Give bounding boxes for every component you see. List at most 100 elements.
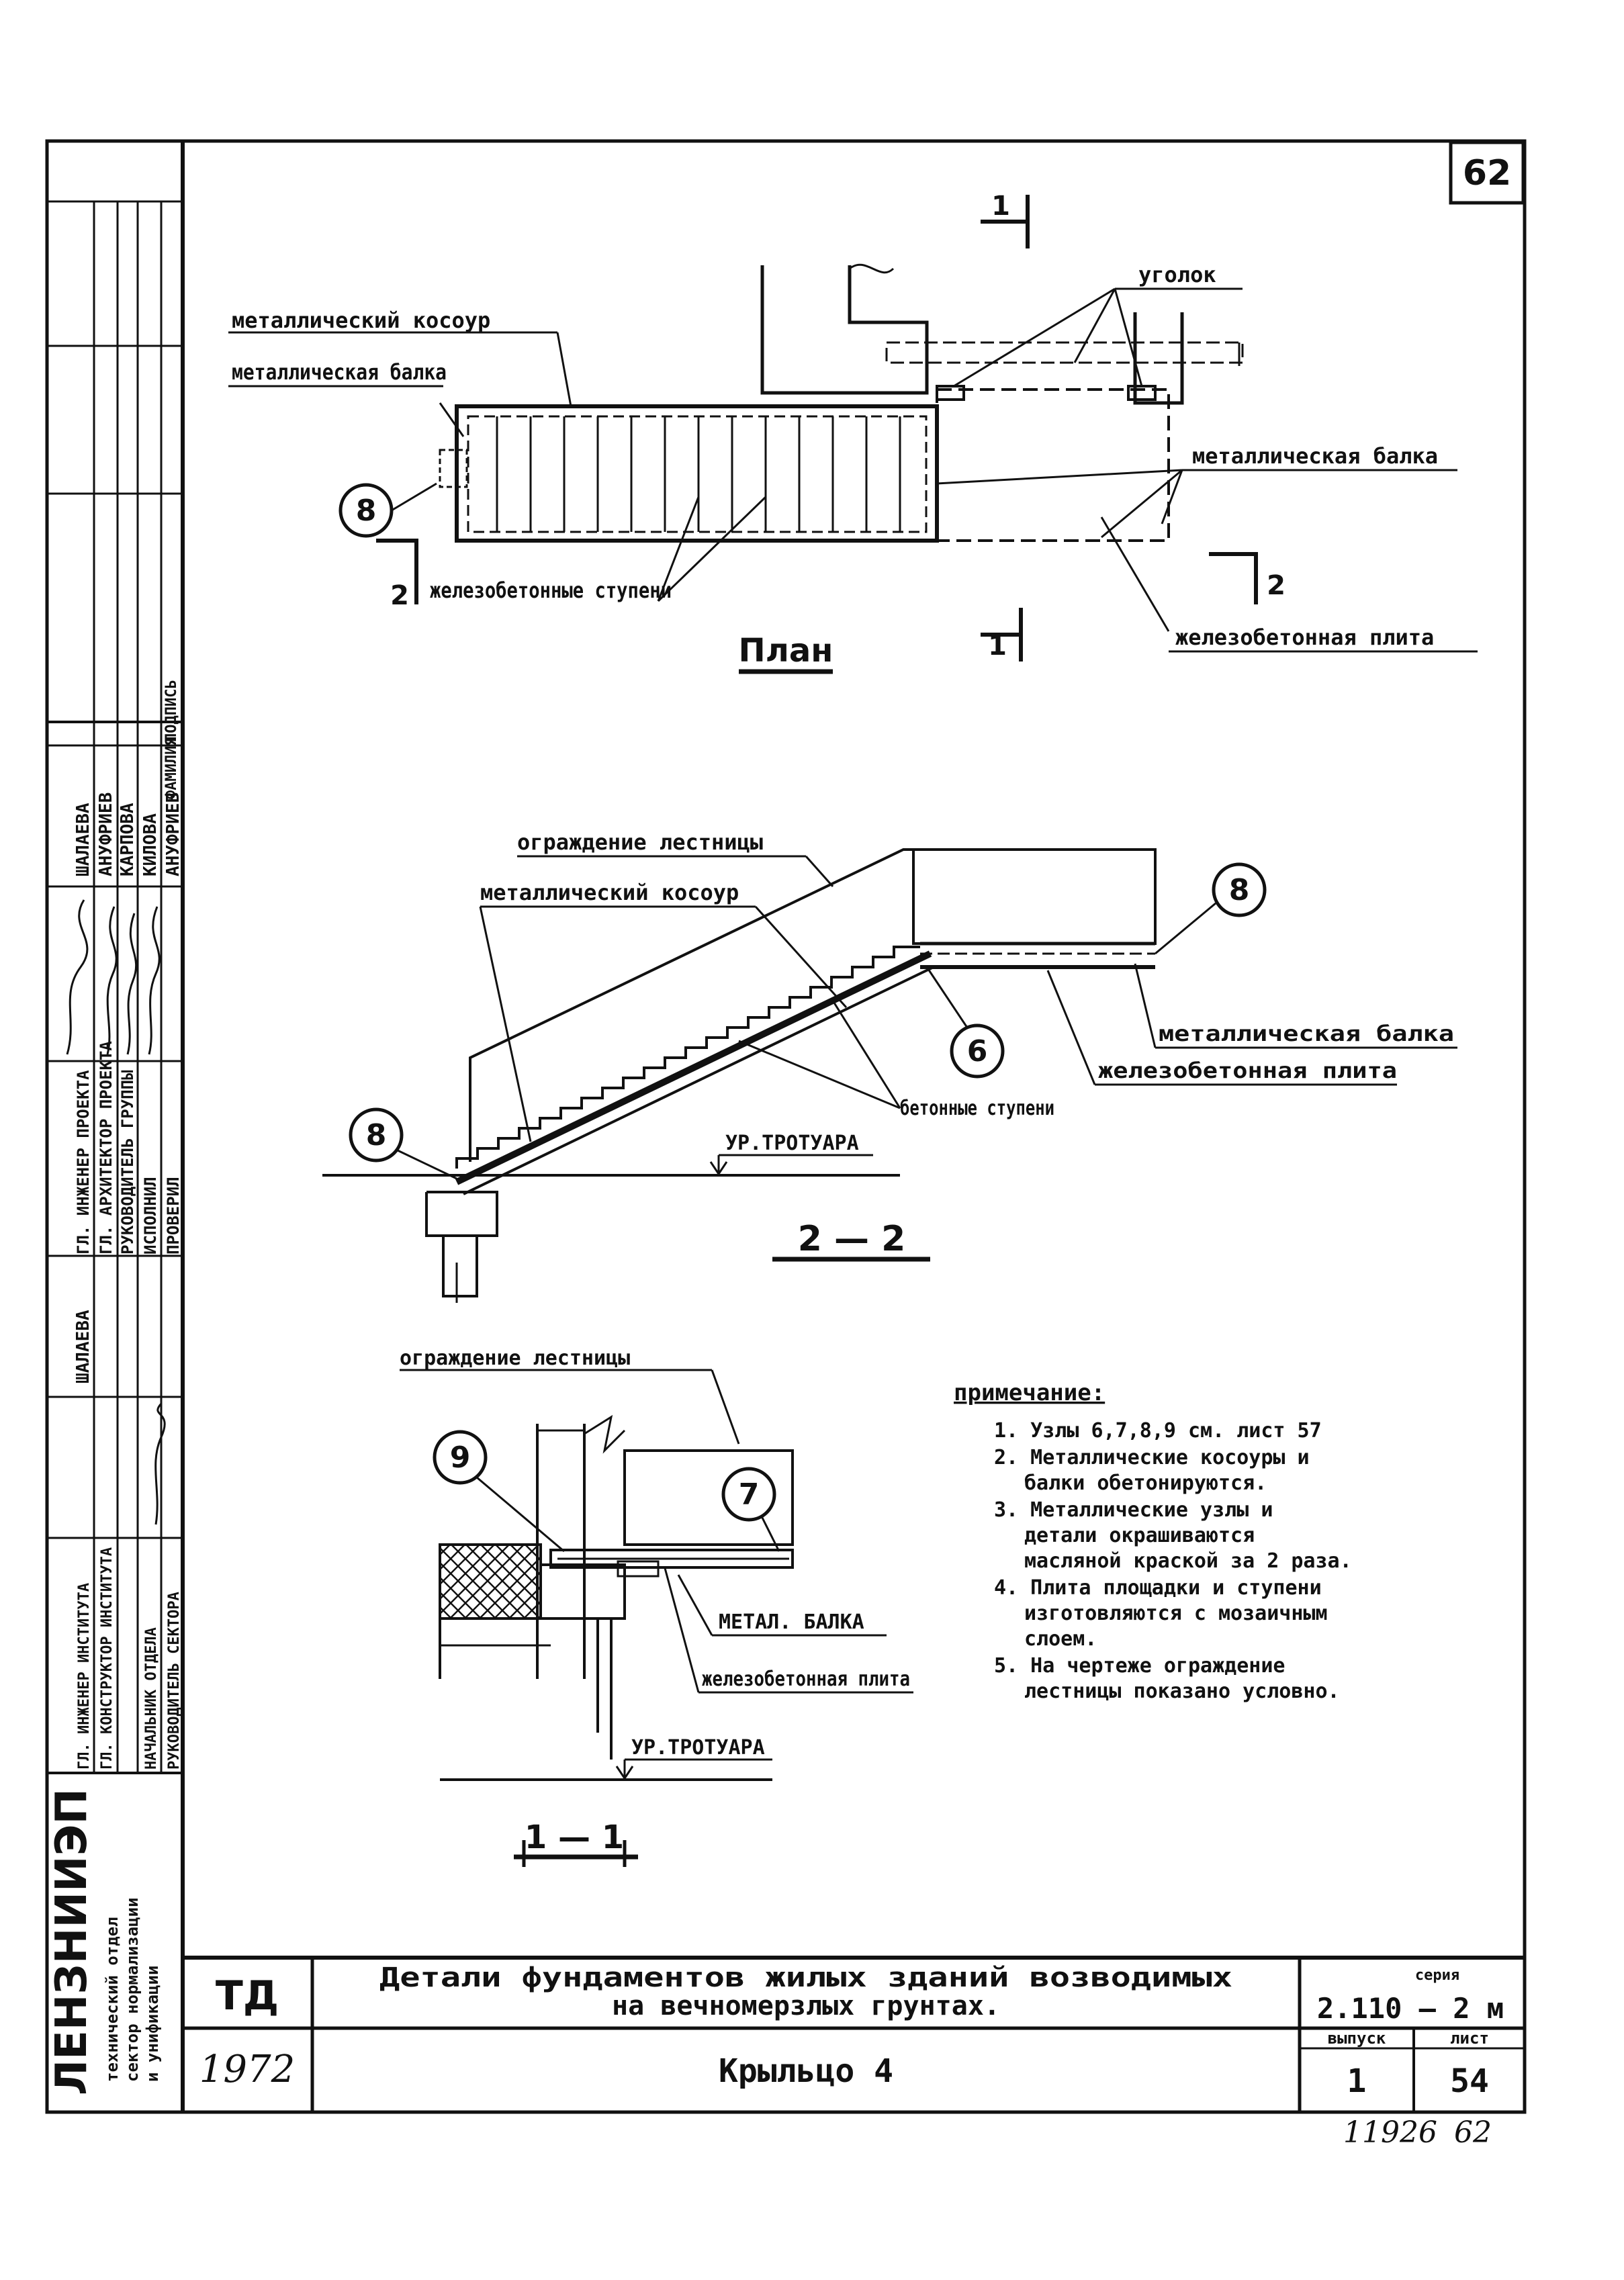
notes-heading: примечание:	[954, 1379, 1105, 1406]
tb-year: 1972	[199, 2048, 296, 2091]
notes: примечание: 1. Узлы 6,7,8,9 см. лист 57 …	[954, 1379, 1352, 1703]
callout-7-sec22	[1212, 862, 1267, 917]
note-line-3: балки обетонируются.	[1024, 1471, 1267, 1495]
note-line-1: 1. Узлы 6,7,8,9 см. лист 57	[994, 1419, 1322, 1443]
plan-text: металлический косоур металлическая балка…	[232, 191, 1438, 670]
stamp-name-3: КАРПОВА	[118, 803, 138, 876]
callout-7-sec22-text: 8	[1229, 873, 1250, 907]
title-block-text: ТД 1972 Детали фундаментов жилых зданий …	[199, 1962, 1504, 2100]
section-1-1-view	[400, 1369, 913, 1867]
plan-label-stringer: металлический косоур	[232, 308, 490, 333]
tb-desc-1: Детали фундаментов жилых зданий возводим…	[379, 1962, 1232, 1993]
cut-1-bottom	[981, 608, 1023, 662]
stamp-header-signature: ПОДПИСЬ	[163, 680, 180, 742]
callout-9-sec11-text: 9	[450, 1441, 471, 1475]
tb-series-label: серия	[1415, 1967, 1459, 1984]
sec22-landing-block	[912, 848, 1157, 945]
note-line-9: слоем.	[1024, 1627, 1097, 1651]
callout-8-plan-text: 8	[356, 494, 377, 528]
callout-8-sec22	[349, 1107, 404, 1162]
plan-label-rc-steps: железобетонные ступени	[430, 578, 672, 603]
note-line-8: изготовляются с мозаичным	[1024, 1602, 1328, 1625]
stamp-dept-3: и унификации	[143, 1966, 162, 2082]
sec22-label-concrete-steps: бетонные ступени	[900, 1097, 1054, 1120]
sec11-label-railing: ограждение лестницы	[400, 1347, 630, 1370]
tb-subject: Крыльцо 4	[719, 2052, 893, 2090]
stamp-name-lower-1: ШАЛАЕВА	[73, 1310, 93, 1383]
cut-1-top	[981, 195, 1030, 248]
plan-sec1-bottom: 1	[988, 631, 1007, 662]
signature-3	[126, 913, 138, 1055]
tb-issue-label: выпуск	[1328, 2029, 1386, 2048]
stamp-role-lower-1: ГЛ. ИНЖЕНЕР ИНСТИТУТА	[76, 1583, 93, 1770]
stamp-role-lower-4: РУКОВОДИТЕЛЬ СЕКТОРА	[166, 1592, 183, 1770]
callout-6-sec22	[950, 1023, 1005, 1079]
sec22-label-sidewalk: УР.ТРОТУАРА	[725, 1132, 859, 1155]
stamp-role-5: ПРОВЕРИЛ	[164, 1177, 183, 1255]
sec22-foundation	[425, 1191, 498, 1237]
plan-label-angle: уголок	[1138, 262, 1216, 287]
handwritten-ref: 11926	[1343, 2115, 1437, 2150]
stamp-name-1: ШАЛАЕВА	[73, 803, 93, 876]
signature-2	[106, 906, 118, 1055]
sec11-title: 1 — 1	[525, 1819, 624, 1856]
plan-sec2-right: 2	[1267, 570, 1285, 601]
plan-label-metal-beam-left: металлическая балка	[232, 359, 447, 385]
signature-lower	[154, 1402, 166, 1525]
callout-7-sec11-text: 7	[739, 1477, 760, 1512]
callout-7-sec11	[721, 1467, 776, 1522]
plan-stair-outline	[455, 404, 939, 543]
cut-2-right	[1209, 552, 1258, 604]
stamp-name-4: КИЛОВА	[140, 813, 161, 876]
callout-6-sec22-text: 6	[967, 1034, 988, 1068]
note-line-7: 4. Плита площадки и ступени	[994, 1576, 1322, 1600]
plan-sec1-top: 1	[991, 191, 1010, 222]
plan-label-rc-slab: железобетонная плита	[1175, 625, 1434, 650]
note-line-6: масляной краской за 2 раза.	[1024, 1549, 1352, 1573]
callout-9-sec11	[433, 1430, 488, 1485]
plan-label-metal-beam-right: металлическая балка	[1192, 443, 1438, 469]
tb-sheet-value: 54	[1450, 2062, 1489, 2100]
stamp-dept-1: технический отдел	[103, 1917, 122, 2082]
section-1-1-text: ограждение лестницы МЕТАЛ. БАЛКА железоб…	[400, 1347, 910, 1856]
plan-landing	[936, 388, 1170, 542]
sec11-label-rc-slab: железобетонная плита	[702, 1668, 910, 1691]
plan-view	[228, 195, 1478, 674]
sec22-label-stringer: металлический косоур	[480, 880, 739, 905]
tb-series-value: 2.110 — 2 м	[1317, 1992, 1504, 2025]
stamp-name-2: АНУФРИЕВ	[96, 792, 116, 876]
tb-desc-2: на вечномерзлых грунтах.	[612, 1991, 1000, 2021]
plan-wall	[760, 265, 929, 395]
note-line-2: 2. Металлические косоуры и	[994, 1446, 1310, 1469]
handwritten-page: 62	[1454, 2115, 1492, 2150]
sec11-label-sidewalk: УР.ТРОТУАРА	[631, 1736, 765, 1760]
stamp-role-4: ИСПОЛНИЛ	[141, 1177, 160, 1255]
note-line-5: детали окрашиваются	[1024, 1524, 1255, 1547]
tb-issue-value: 1	[1347, 2062, 1367, 2100]
sec22-railing	[469, 848, 913, 1162]
plan-title: План	[739, 632, 833, 670]
stamp-org: ЛЕНЗНИИЭП	[47, 1788, 97, 2095]
tb-sheet-label: лист	[1450, 2029, 1489, 2048]
note-line-4: 3. Металлические узлы и	[994, 1498, 1273, 1522]
page-badge: 62	[1463, 153, 1511, 193]
section-2-2-text: ограждение лестницы металлический косоур…	[366, 829, 1454, 1259]
sec22-label-metal-beam: металлическая балка	[1159, 1021, 1454, 1046]
stamp-header-surname: ФАМИЛИЯ	[163, 737, 180, 799]
callout-8-sec22-text: 8	[366, 1118, 387, 1152]
stamp-role-lower-2: ГЛ. КОНСТРУКТОР ИНСТИТУТА	[99, 1547, 116, 1770]
side-stamp: ПОДПИСЬ ФАМИЛИЯ ГЛ. ИНЖЕНЕР ПРОЕКТА ГЛ. …	[47, 200, 183, 2095]
outer-border	[45, 139, 1527, 2114]
stamp-dept-2: сектор нормализации	[123, 1897, 142, 2082]
cut-2-left	[376, 539, 418, 604]
page-badge-box	[1449, 140, 1525, 205]
stamp-name-5: АНУФРИЕВ	[163, 792, 183, 876]
sec11-label-metal-beam: МЕТАЛ. БАЛКА	[719, 1610, 864, 1634]
sec22-steps	[455, 946, 920, 1169]
sec22-label-railing: ограждение лестницы	[517, 829, 763, 855]
signature-1	[66, 899, 89, 1055]
section-2-2-view	[322, 848, 1457, 1303]
stamp-role-3: РУКОВОДИТЕЛЬ ГРУППЫ	[118, 1070, 137, 1255]
stamp-role-1: ГЛ. ИНЖЕНЕР ПРОЕКТА	[74, 1070, 93, 1255]
